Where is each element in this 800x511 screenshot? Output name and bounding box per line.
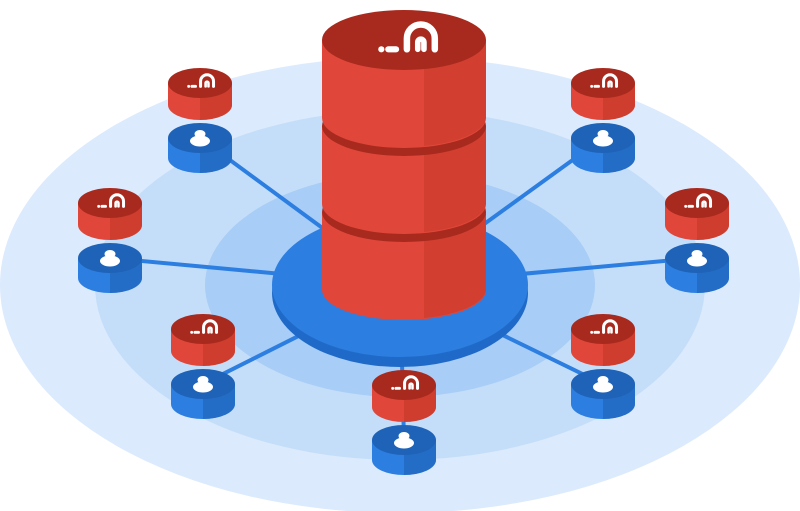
- logo-dot: [378, 46, 385, 53]
- user-icon: [593, 376, 613, 393]
- brand-logo-icon: [187, 73, 216, 88]
- client-node: [168, 68, 232, 173]
- user-head: [197, 376, 209, 384]
- logo-dot: [590, 330, 594, 334]
- logo-dot: [684, 204, 688, 208]
- user-icon: [394, 432, 414, 449]
- brand-logo-icon: [97, 193, 126, 208]
- logo-inner-arch: [207, 326, 213, 334]
- logo-inner-arch: [607, 80, 613, 88]
- central-database-stack: [322, 10, 486, 320]
- logo-inner-arch: [114, 200, 120, 208]
- logo-arch: [403, 375, 420, 390]
- user-head: [398, 432, 410, 440]
- logo-arch: [403, 21, 439, 53]
- logo-dot: [190, 330, 194, 334]
- brand-logo-icon: [190, 319, 219, 334]
- client-node: [571, 68, 635, 173]
- logo-dot: [97, 204, 101, 208]
- hub-cylinder-side: [322, 40, 486, 148]
- client-nodes: [78, 68, 729, 475]
- user-icon: [193, 376, 213, 393]
- user-icon: [190, 130, 210, 147]
- user-head: [194, 130, 206, 138]
- logo-arch: [109, 193, 126, 208]
- logo-dot: [391, 386, 395, 390]
- logo-inner-arch: [204, 80, 210, 88]
- brand-logo-icon: [378, 21, 439, 53]
- logo-arch: [696, 193, 713, 208]
- logo-inner-arch: [607, 326, 613, 334]
- user-body: [100, 255, 120, 267]
- user-head: [104, 250, 116, 258]
- logo-inner-arch: [408, 382, 414, 390]
- logo-arch: [602, 319, 619, 334]
- logo-arch: [202, 319, 219, 334]
- user-body: [593, 381, 613, 393]
- user-body: [193, 381, 213, 393]
- hub-cylinder: [322, 10, 486, 148]
- user-body: [687, 255, 707, 267]
- client-node: [571, 314, 635, 419]
- user-head: [691, 250, 703, 258]
- logo-dot: [187, 84, 191, 88]
- client-node: [171, 314, 235, 419]
- logo-arch: [602, 73, 619, 88]
- user-head: [597, 130, 609, 138]
- client-node: [78, 188, 142, 293]
- client-node: [665, 188, 729, 293]
- brand-logo-icon: [391, 375, 420, 390]
- user-head: [597, 376, 609, 384]
- user-body: [593, 135, 613, 147]
- client-node: [372, 370, 436, 475]
- user-icon: [100, 250, 120, 267]
- user-body: [190, 135, 210, 147]
- brand-logo-icon: [590, 73, 619, 88]
- logo-dot: [590, 84, 594, 88]
- hub-cylinder-side: [322, 212, 486, 320]
- brand-logo-icon: [684, 193, 713, 208]
- logo-inner-arch: [414, 36, 427, 53]
- user-icon: [687, 250, 707, 267]
- user-icon: [593, 130, 613, 147]
- logo-arch: [199, 73, 216, 88]
- user-body: [394, 437, 414, 449]
- logo-inner-arch: [701, 200, 707, 208]
- hub-cylinder-side: [322, 126, 486, 234]
- brand-logo-icon: [590, 319, 619, 334]
